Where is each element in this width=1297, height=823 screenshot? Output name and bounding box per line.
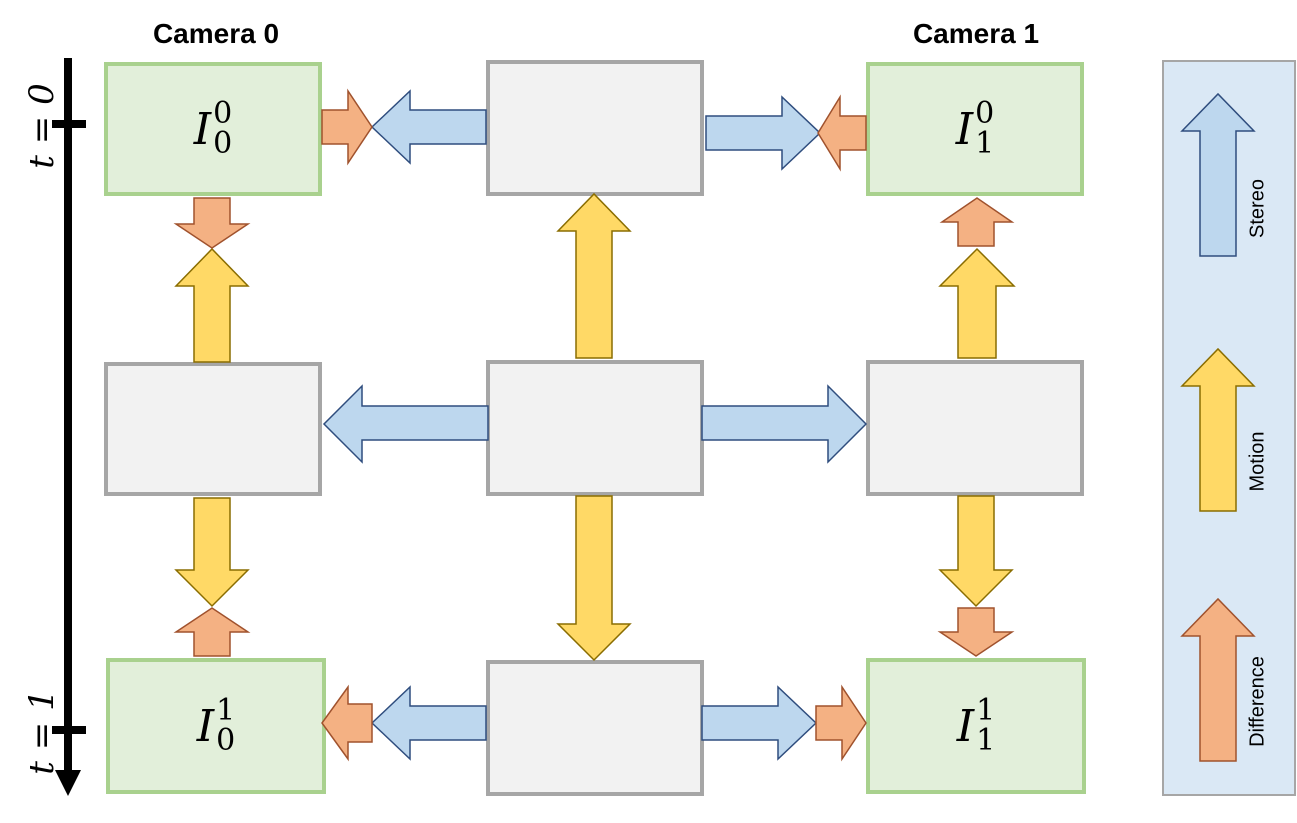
difference-arrow-cam1-t1 — [815, 684, 867, 762]
motion-arrow-left-down — [174, 497, 250, 608]
camera-0-title: Camera 0 — [152, 18, 280, 49]
stereo-arrow-mid-left — [322, 384, 489, 464]
stereo-arrow-mid-right — [701, 384, 868, 464]
motion-arrow-top-center-up — [556, 192, 632, 359]
difference-arrow-cam0-t0 — [321, 88, 373, 166]
legend-motion-arrow — [1180, 347, 1256, 512]
legend-motion-label: Motion — [1246, 431, 1269, 492]
motion-arrow-left-up — [174, 247, 250, 363]
legend-difference-label: Difference — [1246, 656, 1269, 747]
motion-arrow-right-down — [938, 495, 1014, 608]
difference-arrow-cam1-t1-down — [937, 607, 1015, 657]
node-mid-left — [104, 362, 322, 496]
stereo-arrow-top-right — [705, 95, 822, 171]
difference-arrow-cam0-t1-up — [173, 607, 251, 657]
time-label-t1: t = 1 — [22, 689, 62, 775]
node-top-center — [486, 60, 704, 196]
node-mid-right — [866, 360, 1084, 496]
timeline-axis — [52, 58, 86, 796]
stereo-arrow-bottom-right — [701, 685, 818, 761]
difference-arrow-cam0-t1 — [321, 684, 373, 762]
legend-stereo-arrow — [1180, 92, 1256, 257]
motion-arrow-right-up — [938, 247, 1016, 359]
legend-difference-arrow — [1180, 597, 1256, 762]
legend-stereo-label: Stereo — [1246, 179, 1269, 238]
camera-1-title: Camera 1 — [912, 18, 1040, 49]
time-label-t0: t = 0 — [22, 83, 62, 169]
stereo-arrow-top-left — [370, 89, 487, 165]
motion-arrow-center-down — [556, 495, 632, 662]
difference-arrow-cam1-t0-up — [939, 197, 1015, 247]
stereo-arrow-bottom-left — [370, 685, 487, 761]
difference-arrow-cam1-t0 — [817, 94, 867, 172]
difference-arrow-cam0-t0-down — [173, 197, 251, 249]
